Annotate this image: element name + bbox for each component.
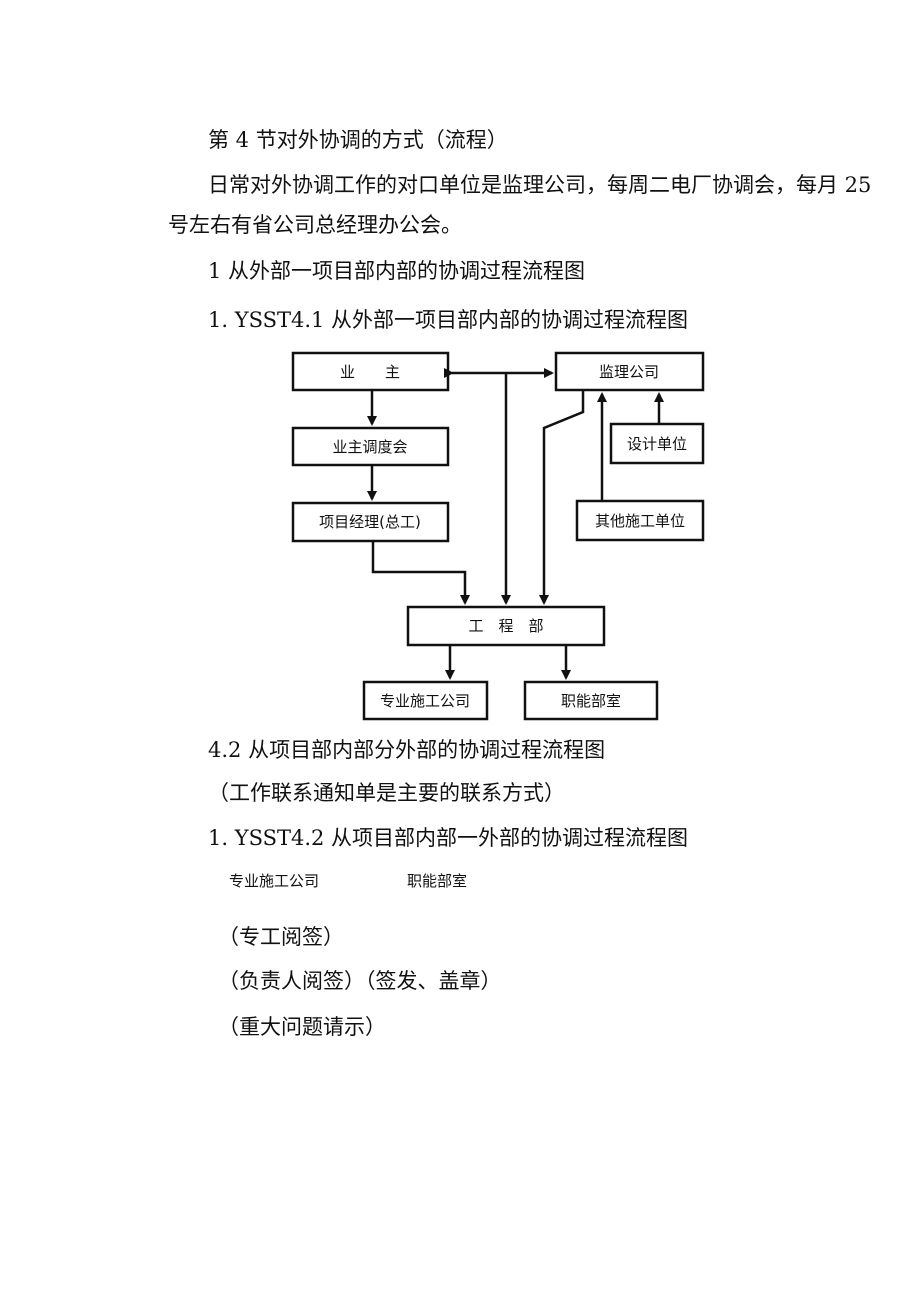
box-other-contractors: 其他施工单位 [575,499,705,542]
note-2: （工作联系通知单是主要的联系方式） [208,781,565,805]
box-specialty-company-label: 专业施工公司 [380,692,470,710]
heading-2: 4.2 从项目部内部分外部的协调过程流程图 [208,738,606,762]
box-project-manager-label: 项目经理(总工) [319,513,421,531]
intro-line-2: 号左右有省公司总经理办公会。 [168,213,462,237]
box-functional-dept: 职能部室 [523,680,659,721]
figure-1-caption: 1. YSST4.1 从外部一项目部内部的协调过程流程图 [208,308,689,332]
box-functional-dept-label: 职能部室 [561,692,621,710]
box-owner: 业 主 [291,351,450,392]
figure-2-caption: 1. YSST4.2 从项目部内部一外部的协调过程流程图 [208,826,689,850]
figure-2-specialty-company: 专业施工公司 [229,872,320,890]
box-design-unit: 设计单位 [609,422,705,465]
section-title: 第 4 节对外协调的方式（流程） [208,128,508,152]
box-other-contractors-label: 其他施工单位 [595,512,685,530]
step-1: （专工阅签） [218,925,344,949]
box-supervisor: 监理公司 [554,351,705,392]
step-2: （负责人阅签）（签发、盖章） [218,969,502,993]
heading-1: 1 从外部一项目部内部的协调过程流程图 [208,259,586,283]
flowchart-diagram: 业 主 监理公司 业主调度会 设计单位 项目经理(总工) 其他施工单位 工 程 … [291,351,705,721]
box-project-manager: 项目经理(总工) [291,501,450,543]
step-3: （重大问题请示） [218,1015,386,1039]
box-engineering-dept: 工 程 部 [406,605,606,647]
box-design-unit-label: 设计单位 [627,435,687,453]
figure-2-functional-dept: 职能部室 [407,872,468,890]
arrow-pm-to-engineering [371,541,470,605]
box-supervisor-label: 监理公司 [599,363,659,381]
box-specialty-company: 专业施工公司 [362,680,489,721]
intro-line-1: 日常对外协调工作的对口单位是监理公司，每周二电厂协调会，每月 25 [208,173,872,197]
arrow-supervisor-to-engineering [539,390,585,605]
box-owner-label: 业 主 [340,363,400,381]
box-engineering-dept-label: 工 程 部 [468,617,543,635]
box-owner-meeting: 业主调度会 [291,426,450,467]
box-owner-meeting-label: 业主调度会 [332,438,407,456]
